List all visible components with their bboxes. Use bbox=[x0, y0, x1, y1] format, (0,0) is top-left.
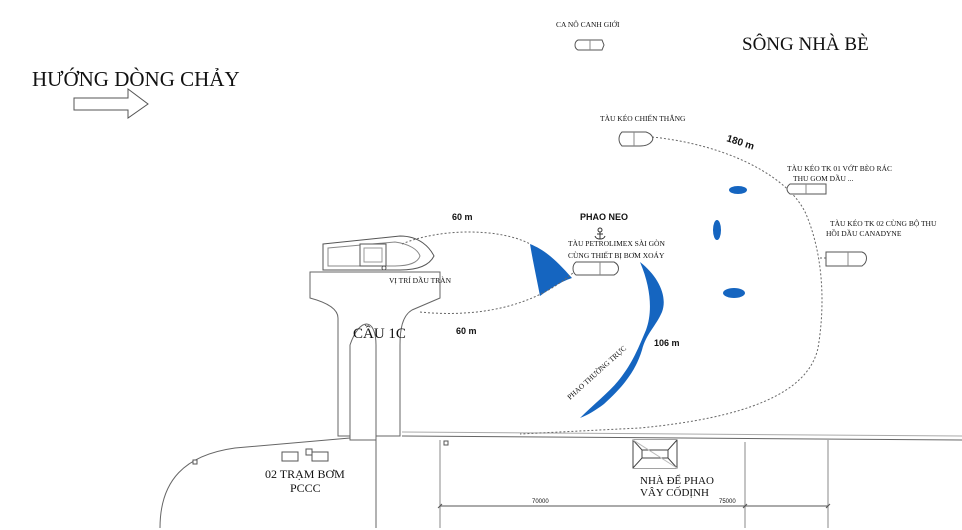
boom-house-label-line2: VÂY CỐDỊNH bbox=[640, 486, 709, 499]
bridge-cau-1c bbox=[309, 271, 441, 441]
pump-stations bbox=[192, 448, 329, 465]
tk02-label-line2: HỒI DẦU CANADYNE bbox=[826, 228, 902, 238]
distance-106: 106 m bbox=[654, 338, 680, 348]
oil-patch-2 bbox=[713, 220, 721, 240]
tk01-label-line1: TÀU KÉO TK 01 VỚT BÈO RÁC bbox=[787, 163, 892, 173]
oil-slick-1 bbox=[530, 244, 572, 296]
anchor-buoy-label: PHAO NEO bbox=[580, 212, 628, 222]
bridge-label: CẦU 1C bbox=[353, 325, 406, 342]
boom-house bbox=[632, 439, 678, 469]
tk02-hull bbox=[825, 251, 867, 267]
chien-thang-label: TÀU KÉO CHIẾN THẮNG bbox=[600, 113, 686, 123]
boom-house-label-line1: NHÀ ĐỂ PHAO bbox=[640, 474, 714, 487]
distance-60-bottom: 60 m bbox=[456, 326, 477, 336]
tk02-label-line1: TÀU KÉO TK 02 CÙNG BỘ THU bbox=[830, 218, 937, 228]
distance-60-top: 60 m bbox=[452, 212, 473, 222]
river-name: SÔNG NHÀ BÈ bbox=[742, 33, 869, 55]
spill-vessel bbox=[322, 235, 435, 271]
dimension-70000: 70000 bbox=[532, 499, 549, 505]
chien-thang-hull bbox=[618, 131, 654, 147]
boom-lines bbox=[401, 136, 826, 435]
oil-patch-3 bbox=[723, 288, 745, 298]
boom-top-60 bbox=[401, 231, 531, 245]
tk01-label-line2: THU GOM DẦU ... bbox=[793, 173, 854, 183]
standing-boom-label: PHAO THƯỜNG TRỰC bbox=[565, 343, 628, 402]
vessels bbox=[572, 39, 867, 276]
petrolimex-label-line2: CÙNG THIẾT BỊ BƠM XOÁY bbox=[568, 250, 665, 260]
pump-label-line2: PCCC bbox=[290, 481, 321, 495]
boom-bottom-60 bbox=[419, 271, 575, 314]
flow-arrow-icon bbox=[73, 88, 149, 119]
oil-patch-1 bbox=[729, 186, 747, 194]
shoreline bbox=[159, 431, 962, 529]
boom-180 bbox=[519, 136, 823, 435]
distance-180: 180 m bbox=[725, 133, 755, 152]
anchor-icon bbox=[594, 227, 606, 240]
pump-label-line1: 02 TRẠM BƠM bbox=[265, 467, 345, 481]
oil-slick-2 bbox=[580, 262, 664, 418]
oil-slicks bbox=[530, 186, 747, 418]
flow-direction-label: HƯỚNG DÒNG CHẢY bbox=[32, 67, 240, 91]
petrolimex-hull bbox=[572, 261, 619, 276]
petrolimex-label-line1: TÀU PETROLIMEX SÀI GÒN bbox=[568, 238, 665, 248]
dimension-lines bbox=[437, 503, 831, 509]
dimension-75000: 75000 bbox=[719, 499, 736, 505]
spill-site-label: VỊ TRÍ DẦU TRÀN bbox=[389, 275, 452, 285]
guard-boat-label: CA NÔ CANH GIỚI bbox=[556, 19, 620, 29]
